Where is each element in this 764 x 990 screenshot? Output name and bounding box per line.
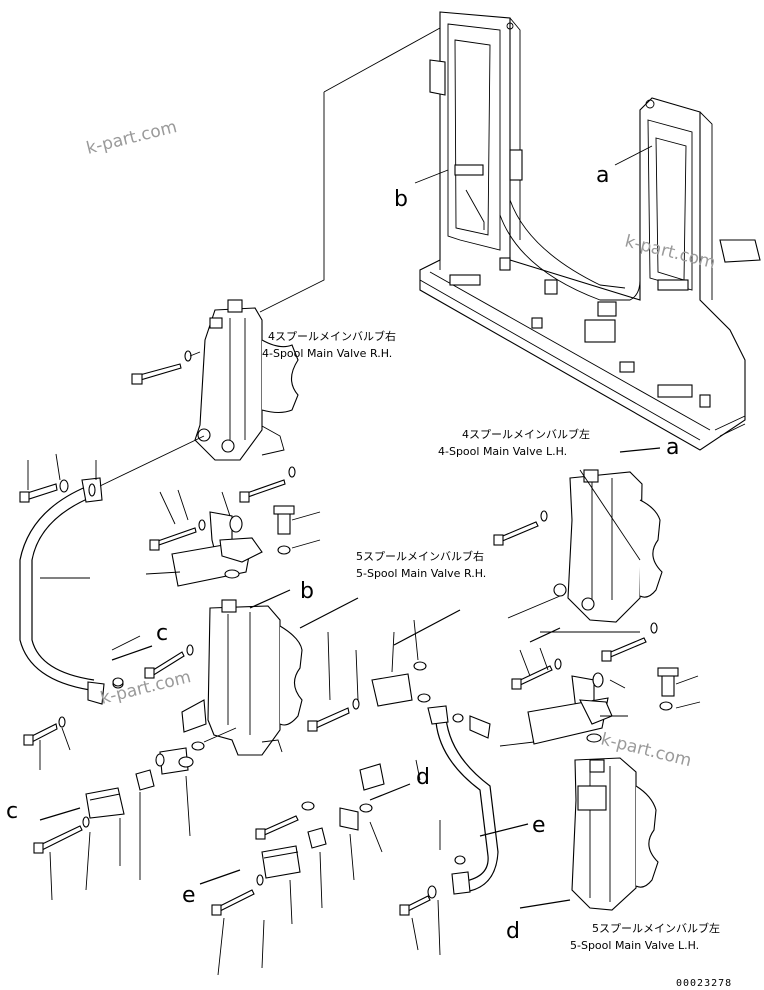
callout-b-valve: b	[300, 579, 314, 604]
callout-c-lower: c	[6, 799, 18, 824]
main-valve-frame	[419, 11, 761, 451]
callout-arrows	[39, 447, 661, 909]
label-valve-5-lh-en: 5-Spool Main Valve L.H.	[570, 939, 699, 952]
bolt-set-5rh	[111, 619, 431, 733]
bolt-set-4lh	[493, 510, 658, 662]
label-valve-4-lh-jp: 4スプールメインバルブ左	[462, 427, 590, 441]
callout-a-frame: a	[596, 163, 609, 188]
callout-d-lower: d	[506, 919, 520, 944]
label-valve-4-lh-en: 4-Spool Main Valve L.H.	[438, 445, 567, 458]
callout-e-left: e	[182, 883, 196, 908]
label-valve-5-lh-jp: 5スプールメインバルブ左	[592, 921, 720, 935]
valve-5-spool-lh	[571, 757, 659, 911]
valve-4-spool-rh	[194, 299, 299, 461]
callout-c-upper: c	[156, 621, 168, 646]
flange-blocks-left	[33, 727, 237, 901]
label-valve-5-rh-en: 5-Spool Main Valve R.H.	[356, 567, 486, 580]
valve-4-spool-lh	[553, 469, 663, 623]
valve-5-spool-rh	[207, 599, 303, 756]
label-valve-4-rh-jp: 4スプールメインバルブ右	[268, 329, 396, 343]
tube-left	[19, 435, 205, 770]
bracket-plate-lh	[499, 647, 701, 747]
callout-e-right: e	[532, 813, 546, 838]
drawing-number: 00023278	[676, 978, 732, 989]
callout-b-frame: b	[394, 187, 408, 212]
watermark-1: k-part.com	[84, 117, 179, 159]
callout-a-valve: a	[666, 435, 679, 460]
tube-middle	[399, 705, 499, 956]
label-valve-5-rh-jp: 5スプールメインバルブ右	[356, 549, 484, 563]
label-valve-4-rh-en: 4-Spool Main Valve R.H.	[262, 347, 392, 360]
bolt-set-4rh	[131, 350, 296, 503]
callout-d-upper: d	[416, 765, 430, 790]
flange-blocks-middle	[211, 763, 385, 976]
bracket-plate-rh	[145, 489, 321, 587]
